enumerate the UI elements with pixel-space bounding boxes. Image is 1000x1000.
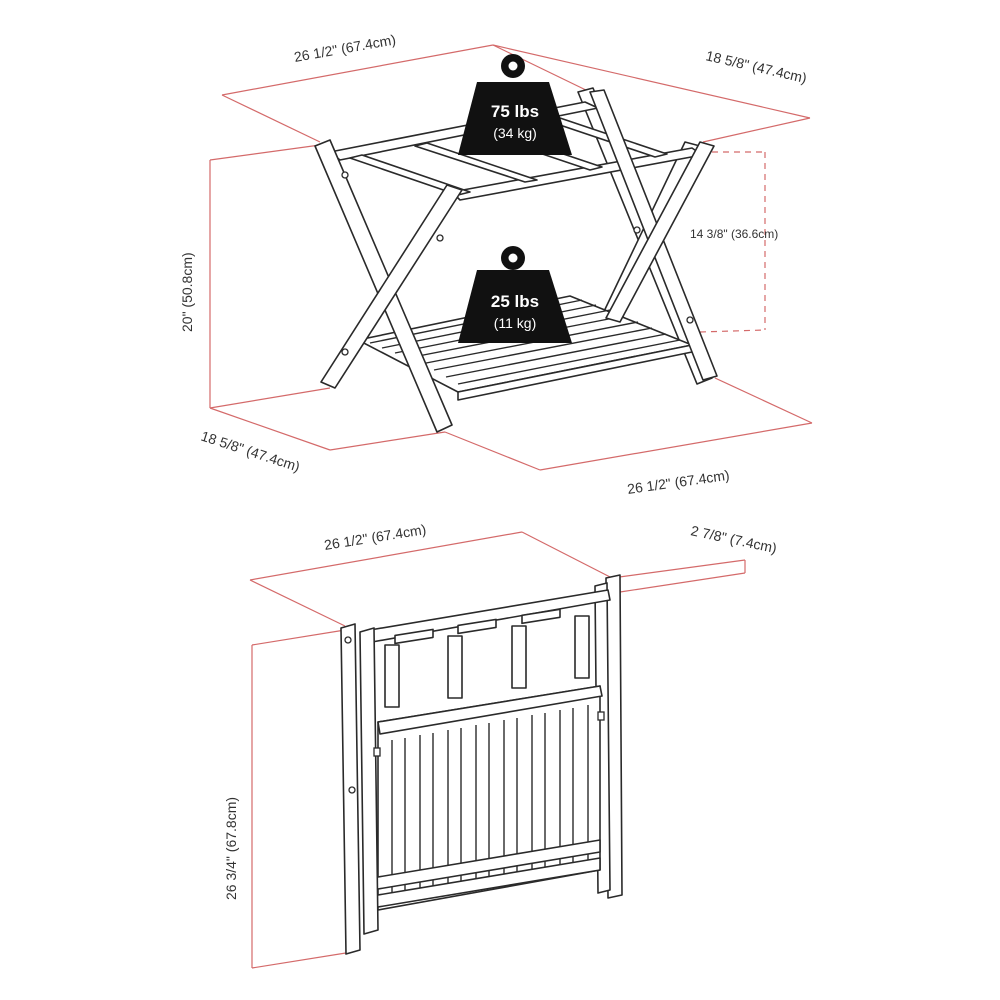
bolt	[686, 316, 694, 324]
folded-rack-drawing	[340, 574, 623, 955]
top-depth-extension	[702, 117, 811, 143]
top-width-label: 26 1/2" (67.4cm)	[293, 31, 397, 65]
top-width-extension	[221, 94, 321, 143]
shelf-gap-bottom-dash	[699, 329, 766, 333]
folded-hinge-left	[373, 747, 381, 757]
folded-thickness-label: 2 7/8" (7.4cm)	[689, 522, 778, 556]
front-left-leg-b	[320, 184, 463, 389]
bolt	[633, 226, 641, 234]
folded-height-ext-top	[251, 629, 346, 646]
folded-height-label: 26 3/4" (67.8cm)	[223, 797, 239, 900]
top-depth-label: 18 5/8" (47.4cm)	[704, 47, 808, 86]
folded-thickness-line-b	[619, 572, 746, 593]
bottom-weight-value: 25 lbs	[491, 292, 539, 311]
top-weight-icon: 75 lbs (34 kg)	[458, 54, 572, 155]
top-width-extension-right	[492, 44, 591, 93]
folded-thickness-line-a	[611, 559, 746, 579]
bolt	[344, 636, 352, 644]
top-depth-line	[492, 44, 811, 119]
bottom-width-extension-right	[714, 377, 813, 424]
folded-view-dimensions	[249, 531, 746, 969]
open-view-dimensions	[209, 44, 813, 471]
bolt	[348, 786, 356, 794]
bolt	[436, 234, 444, 242]
bottom-depth-extension	[329, 431, 446, 451]
folded-height-ext-bottom	[251, 951, 353, 969]
folded-straps	[384, 608, 590, 708]
height-ext-bottom	[209, 387, 331, 409]
folded-front-leg-inner	[359, 627, 379, 935]
bottom-width-label: 26 1/2" (67.4cm)	[626, 467, 730, 497]
folded-width-label: 26 1/2" (67.4cm)	[323, 521, 427, 553]
top-weight-metric: (34 kg)	[493, 125, 537, 141]
folded-hinge-right	[597, 711, 605, 721]
height-label: 20" (50.8cm)	[179, 252, 195, 332]
folded-width-line	[249, 531, 523, 581]
shelf-gap-label: 14 3/8" (36.6cm)	[690, 227, 778, 241]
bottom-depth-line	[209, 407, 331, 451]
top-weight-value: 75 lbs	[491, 102, 539, 121]
bottom-width-extension	[444, 431, 541, 471]
bolt	[341, 171, 349, 179]
height-ext-top	[209, 144, 321, 161]
bolt	[341, 348, 349, 356]
bottom-width-line	[539, 422, 813, 471]
bottom-weight-metric: (11 kg)	[494, 315, 537, 331]
folded-shelf-top-edge	[377, 685, 603, 735]
folded-width-ext-left	[249, 579, 346, 627]
front-right-leg-b	[605, 141, 715, 323]
top-width-line	[221, 44, 494, 96]
folded-width-ext-right	[521, 531, 613, 579]
bottom-weight-icon: 25 lbs (11 kg)	[458, 246, 572, 343]
